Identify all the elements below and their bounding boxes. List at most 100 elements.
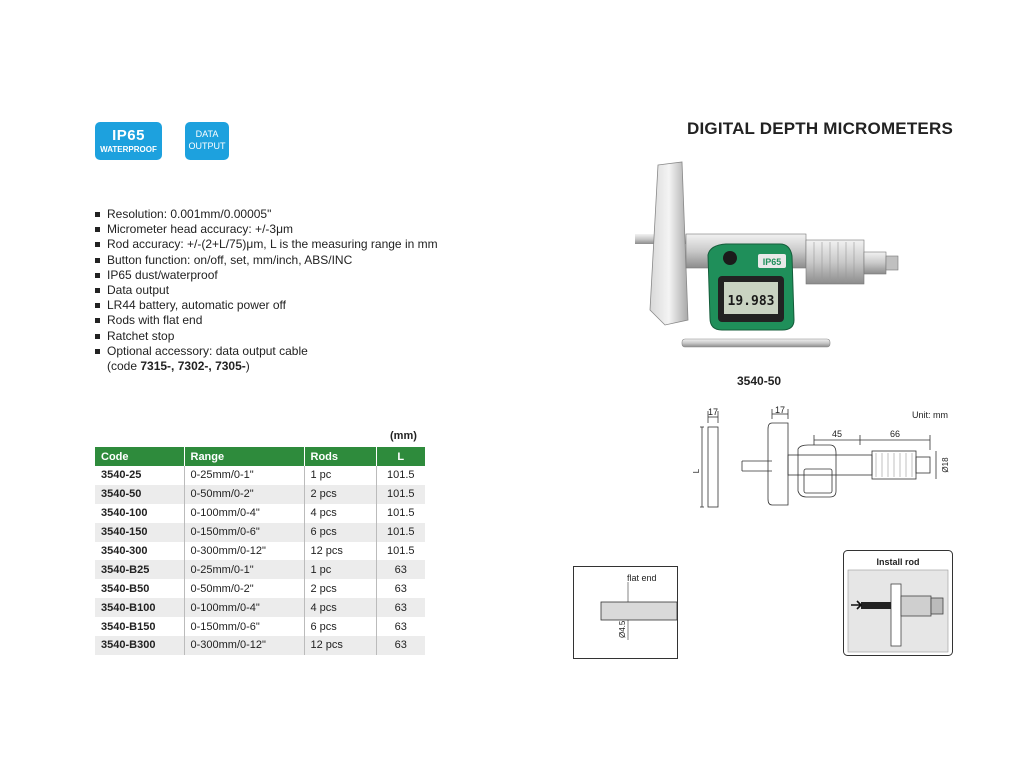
cell-code: 3540-150 [95, 522, 185, 542]
arrow-right-icon [851, 600, 863, 610]
page-title: DIGITAL DEPTH MICROMETERS [687, 119, 953, 138]
cell-l: 63 [376, 579, 425, 599]
display-brand-text: IP65 [763, 257, 782, 267]
cell-range: 0-25mm/0-1" [184, 560, 305, 580]
cell-rods: 4 pcs [304, 503, 377, 523]
dim-45: 45 [832, 429, 842, 439]
cell-rods: 1 pc [304, 560, 377, 580]
product-caption: 3540-50 [737, 374, 782, 388]
rod-end [600, 601, 678, 621]
ratchet-cap [885, 255, 899, 271]
feature-item: Ratchet stop [95, 329, 438, 344]
cell-range: 0-25mm/0-1" [184, 466, 305, 485]
data-output-badge-line1: DATA [195, 129, 219, 139]
data-output-badge: DATA OUTPUT [185, 122, 229, 160]
cell-l: 101.5 [376, 484, 425, 504]
feature-item: Micrometer head accuracy: +/-3μm [95, 222, 438, 237]
cell-rods: 2 pcs [304, 579, 377, 599]
cell-l: 101.5 [376, 466, 425, 485]
brand-plate [758, 254, 786, 268]
flat-end-diagram: flat end Ø4.5 [573, 566, 678, 659]
dim-diameter-18: Ø18 [941, 457, 950, 473]
cell-rods: 12 pcs [304, 541, 377, 561]
cell-l: 63 [376, 598, 425, 618]
feature-cont-prefix: (code [107, 359, 141, 374]
feature-cont-suffix: ) [245, 359, 250, 374]
cell-code: 3540-300 [95, 541, 185, 561]
cell-rods: 1 pc [304, 466, 377, 485]
button-icon [723, 251, 737, 265]
feature-item: Rods with flat end [95, 313, 438, 328]
cell-range: 0-50mm/0-2" [184, 579, 305, 599]
thimble [805, 239, 865, 285]
feature-list: Resolution: 0.001mm/0.00005" Micrometer … [95, 207, 438, 374]
cell-l: 63 [376, 617, 425, 637]
cell-range: 0-100mm/0-4" [184, 598, 305, 618]
dim-17-side: 17 [708, 407, 718, 417]
cell-l: 101.5 [376, 522, 425, 542]
dim-66: 66 [890, 429, 900, 439]
cell-range: 0-150mm/0-6" [184, 617, 305, 637]
dim-l: L [692, 468, 701, 473]
cell-rods: 2 pcs [304, 484, 377, 504]
table-unit: (mm) [390, 430, 417, 442]
cell-code: 3540-100 [95, 503, 185, 523]
feature-item: IP65 dust/waterproof [95, 268, 438, 283]
data-output-badge-line2: OUTPUT [188, 141, 226, 151]
install-rod-diagram: Install rod [843, 550, 953, 656]
cell-rods: 6 pcs [304, 617, 377, 637]
cell-range: 0-150mm/0-6" [184, 522, 305, 542]
spare-rod [681, 338, 831, 348]
cell-code: 3540-25 [95, 466, 185, 485]
feature-item: Rod accuracy: +/-(2+L/75)μm, L is the me… [95, 237, 438, 252]
install-head [900, 595, 932, 617]
lcd-reading: 19.983 [728, 294, 775, 309]
dim-17-front: 17 [775, 405, 785, 415]
cell-range: 0-50mm/0-2" [184, 484, 305, 504]
cell-rods: 4 pcs [304, 598, 377, 618]
cell-l: 101.5 [376, 541, 425, 561]
header-code: Code [95, 447, 185, 466]
install-rod-label: Install rod [876, 557, 919, 567]
feature-item: Button function: on/off, set, mm/inch, A… [95, 253, 438, 268]
ip65-badge: IP65 WATERPROOF [95, 122, 162, 160]
header-range: Range [184, 447, 305, 466]
feature-item: Optional accessory: data output cable [95, 344, 438, 359]
ip65-badge-title: IP65 [112, 127, 145, 144]
cell-code: 3540-B50 [95, 579, 185, 599]
cell-rods: 6 pcs [304, 522, 377, 542]
cell-code: 3540-B100 [95, 598, 185, 618]
lcd-screen [724, 282, 778, 314]
dimension-drawing: 17 17 45 66 Ø18 L [692, 405, 950, 508]
install-base [890, 583, 902, 647]
feature-item: Resolution: 0.001mm/0.00005" [95, 207, 438, 222]
cell-code: 3540-B150 [95, 617, 185, 637]
header-rods: Rods [304, 447, 377, 466]
feature-item: Data output [95, 283, 438, 298]
cell-l: 101.5 [376, 503, 425, 523]
table-header-row: Code Range Rods L [95, 447, 425, 466]
cell-range: 0-100mm/0-4" [184, 503, 305, 523]
cell-code: 3540-50 [95, 484, 185, 504]
cell-range: 0-300mm/0-12" [184, 541, 305, 561]
cell-l: 63 [376, 560, 425, 580]
feature-item-continuation: (code 7315-, 7302-, 7305-) [95, 359, 438, 374]
flat-end-label: flat end [627, 573, 657, 583]
cell-code: 3540-B25 [95, 560, 185, 580]
cell-range: 0-300mm/0-12" [184, 636, 305, 655]
micrometer-photo: IP65 19.983 [635, 161, 899, 348]
ip65-badge-subtitle: WATERPROOF [100, 145, 157, 154]
install-rod [861, 602, 891, 609]
feature-item: LR44 battery, automatic power off [95, 298, 438, 313]
feature-cont-codes: 7315-, 7302-, 7305- [140, 359, 246, 374]
cell-code: 3540-B300 [95, 636, 185, 655]
